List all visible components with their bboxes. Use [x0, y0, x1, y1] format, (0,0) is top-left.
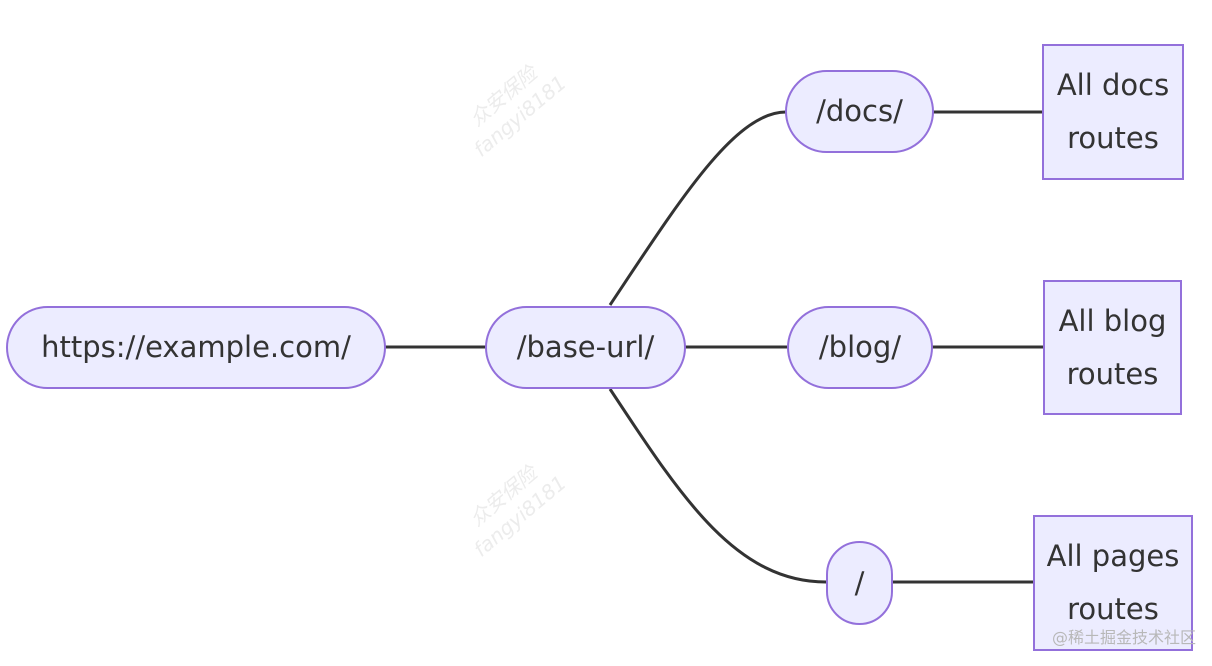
node-docs-routes: All docs routes [1042, 44, 1184, 180]
node-pages-routes: All pages routes [1033, 515, 1193, 651]
node-blog: /blog/ [787, 306, 933, 389]
edge-base-docs [608, 110, 787, 306]
edge-base-pages [608, 388, 827, 584]
node-blog-routes: All blog routes [1043, 280, 1182, 415]
node-docs: /docs/ [785, 70, 934, 153]
node-root: https://example.com/ [6, 306, 386, 389]
node-base-url: /base-url/ [485, 306, 686, 389]
corner-watermark: @稀土掘金技术社区 [1051, 628, 1196, 647]
node-pages: / [826, 541, 893, 625]
